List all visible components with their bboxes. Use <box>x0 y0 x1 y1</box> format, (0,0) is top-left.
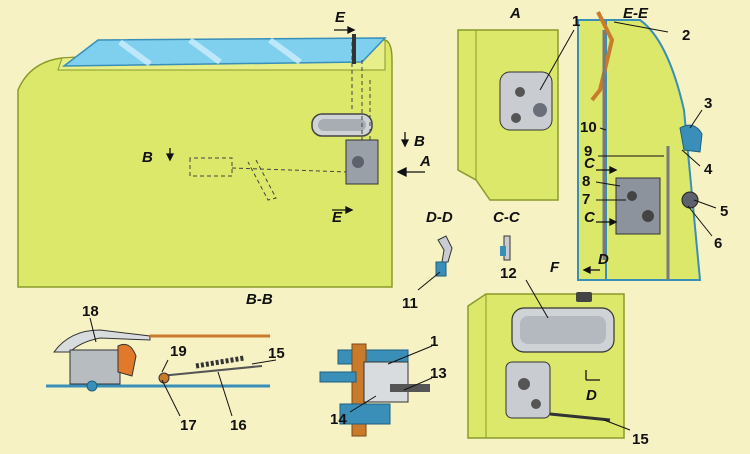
door-window-glass <box>61 37 387 67</box>
callout-19: 19 <box>170 343 187 360</box>
callout-6: 6 <box>714 235 722 252</box>
callout-7: 7 <box>582 191 590 208</box>
callout-18: 18 <box>82 303 99 320</box>
view-marker-d-lower: D <box>586 387 597 404</box>
lock-exploded-section <box>319 343 430 437</box>
view-marker-e-bottom: E <box>332 209 343 226</box>
view-marker-d-upper: D <box>598 251 609 268</box>
callout-13: 13 <box>430 365 447 382</box>
callout-1-a: 1 <box>572 13 580 30</box>
view-marker-arrows <box>165 25 618 381</box>
callout-16: 16 <box>230 417 247 434</box>
leader-lines <box>89 21 717 431</box>
section-label-bb: B-B <box>246 291 273 308</box>
section-label-cc: C-C <box>493 209 521 226</box>
callout-10: 10 <box>580 119 597 136</box>
callout-3: 3 <box>704 95 712 112</box>
callout-5: 5 <box>720 203 728 220</box>
view-marker-b-right: B <box>414 133 425 150</box>
view-marker-e-top: E <box>335 9 346 26</box>
view-marker-b-left: B <box>142 149 153 166</box>
section-label-a: A <box>509 5 521 22</box>
section-label-dd: D-D <box>426 209 453 226</box>
callout-15-b: 15 <box>632 431 649 448</box>
view-a-panel <box>457 29 559 201</box>
lock-mechanism-main <box>345 34 379 185</box>
section-label-f: F <box>550 259 560 276</box>
callout-8: 8 <box>582 173 590 190</box>
callout-1-b: 1 <box>430 333 438 350</box>
callout-2: 2 <box>682 27 690 44</box>
section-cc-part <box>500 235 511 261</box>
callout-11: 11 <box>402 295 418 312</box>
section-label-ee: E-E <box>623 5 649 22</box>
view-marker-c-upper: C <box>584 155 596 172</box>
outer-door-handle <box>311 113 373 137</box>
callout-17: 17 <box>180 417 197 434</box>
callout-15-a: 15 <box>268 345 285 362</box>
section-dd-part <box>435 235 453 277</box>
callout-14: 14 <box>330 411 347 428</box>
callout-4: 4 <box>704 161 713 178</box>
callout-12: 12 <box>500 265 517 282</box>
section-ee-panel <box>577 11 703 281</box>
view-f-panel <box>467 292 625 439</box>
section-bb-mechanism <box>46 329 270 392</box>
callout-9: 9 <box>584 143 592 160</box>
door-panel-main <box>17 39 393 288</box>
view-marker-a: A <box>419 153 431 170</box>
view-marker-c-lower: C <box>584 209 596 226</box>
